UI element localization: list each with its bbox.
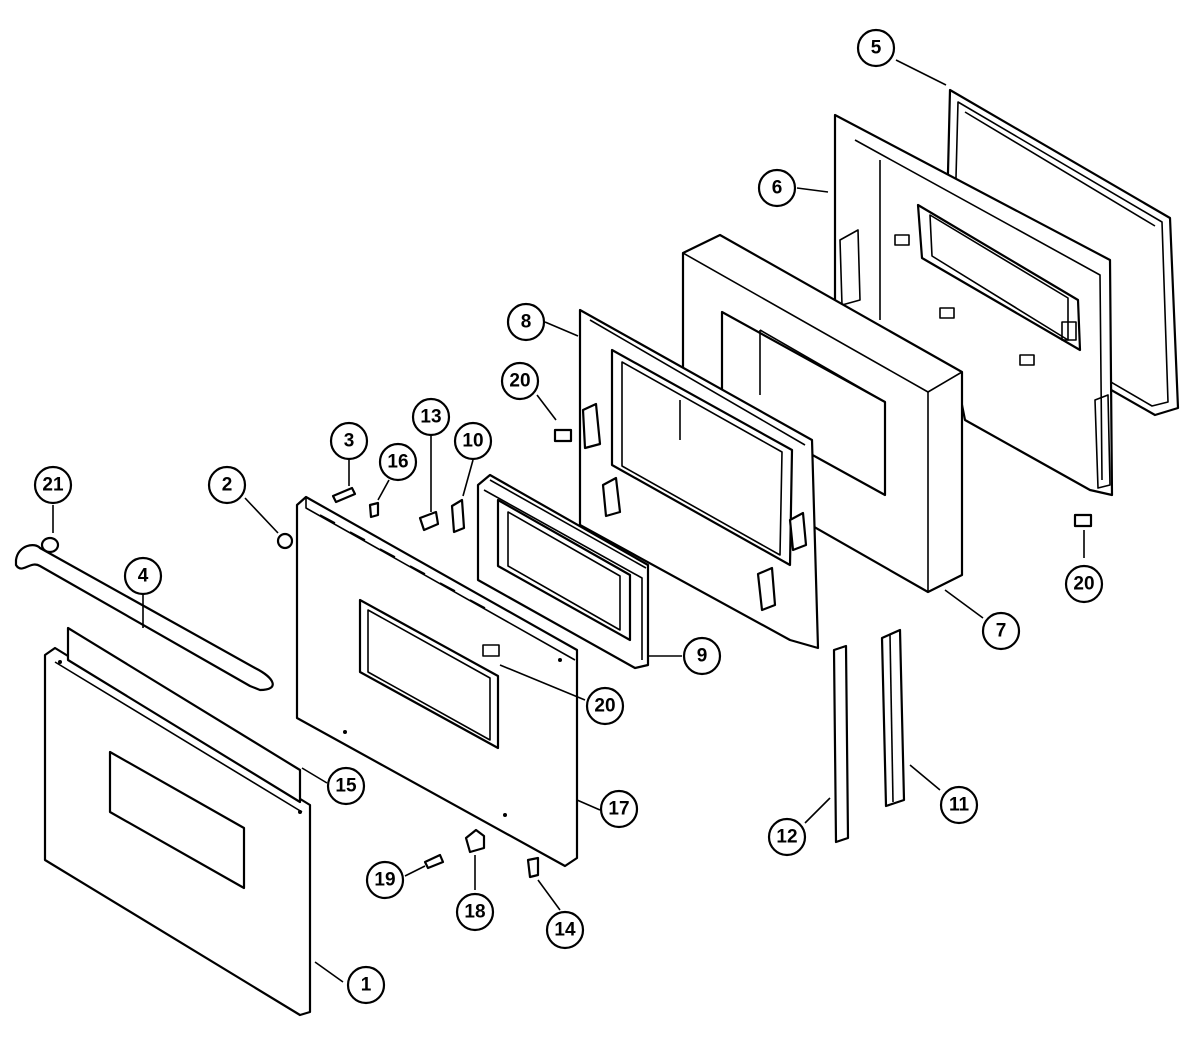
part-13-clip — [418, 510, 440, 532]
svg-text:6: 6 — [772, 178, 783, 199]
svg-text:20: 20 — [1073, 574, 1094, 595]
svg-text:2: 2 — [222, 475, 233, 496]
callout-20-c: 20 — [1064, 564, 1104, 604]
callout-1: 1 — [346, 965, 386, 1005]
svg-text:1: 1 — [361, 975, 372, 996]
part-11-side-channel — [880, 628, 906, 808]
part-20-bumper-a — [553, 428, 573, 443]
callout-19: 19 — [365, 860, 405, 900]
part-14-screw — [526, 856, 540, 879]
svg-text:15: 15 — [335, 776, 357, 797]
callout-7: 7 — [981, 611, 1021, 651]
callout-6: 6 — [757, 168, 797, 208]
callout-13: 13 — [411, 397, 451, 437]
part-1-outer-door-panel — [43, 646, 312, 1017]
svg-text:21: 21 — [42, 475, 64, 496]
svg-text:18: 18 — [464, 902, 485, 923]
callout-8: 8 — [506, 302, 546, 342]
svg-text:4: 4 — [138, 566, 149, 587]
part-3-screw — [331, 486, 357, 504]
part-21-handle-cap — [40, 536, 60, 554]
svg-text:20: 20 — [594, 696, 615, 717]
svg-text:17: 17 — [608, 799, 629, 820]
svg-text:11: 11 — [949, 795, 970, 816]
svg-text:8: 8 — [521, 312, 532, 333]
part-16-screw — [368, 501, 380, 519]
part-18-latch — [464, 828, 486, 854]
part-15-trim-strip — [66, 626, 302, 804]
part-4-door-handle — [14, 544, 274, 692]
svg-text:13: 13 — [420, 407, 441, 428]
callout-18: 18 — [455, 892, 495, 932]
part-2-bumper — [276, 532, 294, 550]
callout-15: 15 — [326, 766, 366, 806]
svg-text:3: 3 — [344, 431, 355, 452]
svg-text:20: 20 — [509, 371, 530, 392]
svg-text:14: 14 — [554, 920, 576, 941]
callout-3: 3 — [329, 421, 369, 461]
callout-14: 14 — [545, 910, 585, 950]
callout-20-a: 20 — [500, 361, 540, 401]
callout-21: 21 — [33, 465, 73, 505]
callout-5: 5 — [856, 28, 896, 68]
callout-11: 11 — [939, 785, 979, 825]
callout-20-b: 20 — [585, 686, 625, 726]
callout-12: 12 — [767, 817, 807, 857]
part-9-glass-pack — [476, 473, 650, 670]
svg-text:16: 16 — [387, 452, 408, 473]
svg-text:10: 10 — [462, 431, 483, 452]
part-6-inner-panel — [833, 113, 1114, 497]
svg-text:7: 7 — [996, 621, 1007, 642]
svg-text:9: 9 — [697, 646, 708, 667]
part-17-door-frame — [295, 495, 579, 868]
callout-10: 10 — [453, 421, 493, 461]
part-8-door-liner — [578, 308, 820, 650]
leader-lines — [52, 59, 1085, 983]
part-12-side-strip — [832, 644, 850, 844]
svg-text:12: 12 — [776, 827, 797, 848]
svg-text:5: 5 — [871, 38, 882, 59]
part-19-screw — [423, 853, 445, 870]
callout-9: 9 — [682, 636, 722, 676]
svg-text:19: 19 — [374, 870, 395, 891]
part-10-bracket — [450, 498, 466, 534]
part-20-bumper-b — [1073, 513, 1093, 528]
callout-2: 2 — [207, 465, 247, 505]
callout-17: 17 — [599, 789, 639, 829]
callout-4: 4 — [123, 556, 163, 596]
callout-16: 16 — [378, 442, 418, 482]
